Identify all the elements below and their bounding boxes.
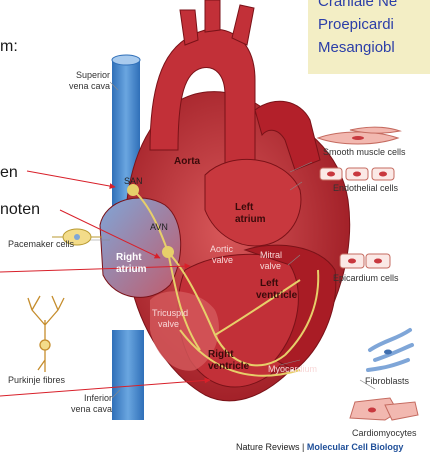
right-atrium-label-1: Right: [116, 252, 142, 263]
endothelial-cells-icon: [320, 168, 394, 180]
left-atrium-label-2: atrium: [235, 214, 266, 225]
fibroblasts-icon: [368, 330, 412, 370]
caption-separator: |: [300, 442, 307, 452]
aortic-valve-label-2: valve: [212, 255, 233, 265]
aorta-label: Aorta: [174, 156, 201, 167]
avn-label: AVN: [150, 222, 168, 232]
smooth-muscle-cells-icon: [318, 127, 400, 144]
fibroblasts-label: Fibroblasts: [365, 376, 410, 386]
inferior-vena-cava-label-1: Inferior: [84, 393, 112, 403]
left-atrium-label-1: Left: [235, 202, 254, 213]
purkinje-fibre-icon: [28, 296, 64, 372]
cardiomyocytes-icon: [350, 398, 418, 420]
superior-vena-cava-label-1: Superior: [76, 70, 110, 80]
inferior-vena-cava-label-2: vena cava: [71, 404, 112, 414]
arrow-to-san: [27, 171, 115, 187]
san-label: SAN: [124, 176, 143, 186]
right-atrium-label-2: atrium: [116, 264, 147, 275]
caption-publisher: Nature Reviews: [236, 442, 300, 452]
pacemaker-cells-label: Pacemaker cells: [8, 239, 75, 249]
purkinje-fibres-label: Purkinje fibres: [8, 375, 66, 385]
superior-vena-cava-label-2: vena cava: [69, 81, 110, 91]
myocardium-label: Myocardium: [268, 364, 317, 374]
tricuspid-valve-label-1: Tricuspid: [152, 308, 188, 318]
caption-journal: Molecular Cell Biology: [307, 442, 404, 452]
smooth-muscle-cells-label: Smooth muscle cells: [323, 147, 406, 157]
epicardium-cells-icon: [340, 254, 390, 268]
mitral-valve-label-2: valve: [260, 261, 281, 271]
tricuspid-valve-label-2: valve: [158, 319, 179, 329]
left-ventricle-label-1: Left: [260, 278, 279, 289]
right-ventricle-label-1: Right: [208, 349, 234, 360]
endothelial-cells-label: Endothelial cells: [333, 183, 399, 193]
figure-caption: Nature Reviews | Molecular Cell Biology: [236, 442, 403, 452]
cardiomyocytes-label: Cardiomyocytes: [352, 428, 417, 438]
aortic-valve-label-1: Aortic: [210, 244, 234, 254]
left-ventricle-label-2: ventricle: [256, 290, 298, 301]
epicardium-cells-label: Epicardium cells: [333, 273, 399, 283]
mitral-valve-label-1: Mitral: [260, 250, 282, 260]
right-ventricle-label-2: ventricle: [208, 361, 250, 372]
